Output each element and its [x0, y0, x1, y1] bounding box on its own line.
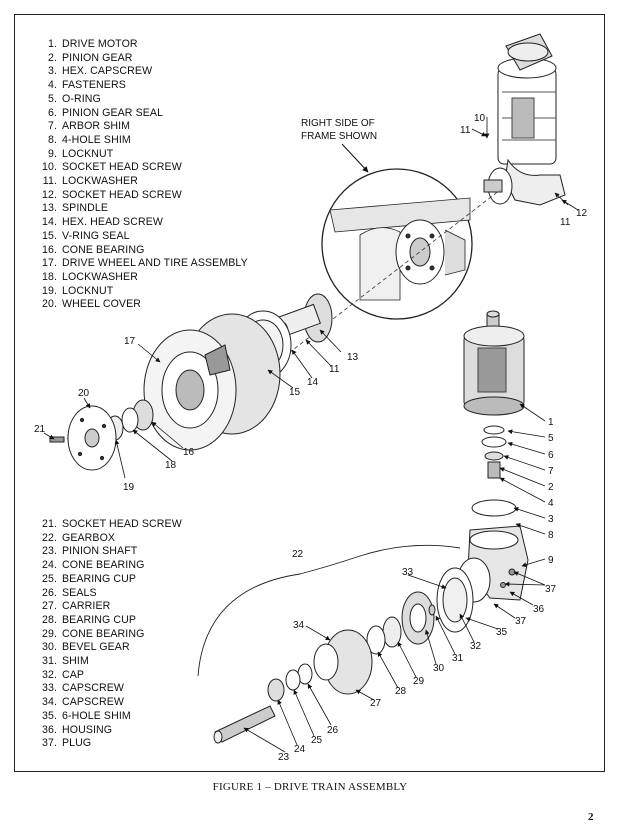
callout-20: 20	[78, 388, 90, 399]
parts-list-item: 22.GEARBOX	[41, 531, 116, 544]
callout-11: 11	[460, 125, 471, 136]
parts-list-item: 25.BEARING CUP	[41, 572, 137, 585]
parts-list-item: 3.HEX. CAPSCREW	[47, 65, 153, 78]
parts-list-item: 21.SOCKET HEAD SCREW	[41, 518, 182, 530]
callout-9: 9	[548, 555, 554, 566]
callout-34: 34	[293, 620, 305, 631]
page-number: 2	[588, 811, 594, 823]
top-drive-motor-illustration	[483, 33, 566, 206]
callout-37: 37	[515, 616, 527, 627]
spindle-illustration	[275, 293, 333, 343]
parts-list-item: 6.PINION GEAR SEAL	[47, 106, 164, 119]
callout-5: 5	[548, 433, 554, 444]
parts-list-item: 26.SEALS	[41, 586, 97, 599]
parts-list-item: 9.LOCKNUT	[47, 147, 114, 160]
callout-30: 30	[433, 663, 445, 674]
parts-list-item: 2.PINION GEAR	[47, 51, 133, 64]
parts-list-item: 31.SHIM	[41, 655, 89, 668]
parts-list-1-20: 1.DRIVE MOTOR 2.PINION GEAR 3.HEX. CAPSC…	[30, 38, 248, 312]
parts-list-item: 24.CONE BEARING	[41, 559, 145, 572]
callout-12: 12	[576, 208, 588, 219]
callout-29: 29	[413, 676, 425, 687]
parts-list-item: 14.HEX. HEAD SCREW	[41, 216, 163, 229]
callout-14: 14	[307, 377, 319, 388]
callout-21: 21	[34, 424, 46, 435]
parts-list-item: 32.CAP	[41, 668, 85, 681]
callout-7: 7	[548, 466, 554, 477]
callout-23: 23	[278, 752, 290, 763]
parts-list-item: 5.O-RING	[47, 92, 101, 105]
parts-list-item: 37.PLUG	[41, 737, 92, 750]
frame-note-line-2: FRAME SHOWN	[301, 131, 377, 142]
drive-wheel-illustration	[143, 313, 281, 451]
parts-list-item: 15.V-RING SEAL	[41, 229, 130, 242]
callout-numbers: 10 11 12 11 13 11 14 15 17 16 18 19 20 2…	[34, 113, 588, 763]
page-border	[14, 14, 605, 772]
parts-list-item: 1.DRIVE MOTOR	[47, 38, 138, 50]
callout-10: 10	[474, 113, 486, 124]
parts-list-item: 17.DRIVE WHEEL AND TIRE ASSEMBLY	[41, 257, 248, 270]
parts-list-21-37: 21.SOCKET HEAD SCREW 22.GEARBOX 23.PINIO…	[30, 518, 182, 751]
bearing-and-cover-illustration	[49, 399, 154, 471]
parts-list-item: 7.ARBOR SHIM	[47, 120, 131, 133]
callout-28: 28	[395, 686, 407, 697]
parts-list-item: 16.CONE BEARING	[41, 243, 145, 256]
parts-list-item: 27.CARRIER	[41, 600, 111, 613]
callout-17: 17	[124, 336, 136, 347]
callout-6: 6	[548, 450, 554, 461]
callout-26: 26	[327, 725, 339, 736]
frame-note-line-1: RIGHT SIDE OF	[301, 118, 375, 129]
parts-list-item: 11.LOCKWASHER	[42, 175, 138, 188]
parts-list-item: 29.CONE BEARING	[41, 627, 145, 640]
callout-19: 19	[123, 482, 135, 493]
parts-list-item: 35.6-HOLE SHIM	[41, 709, 131, 722]
callout-8: 8	[548, 530, 554, 541]
callout-11: 11	[329, 364, 340, 375]
parts-list-item: 13.SPINDLE	[41, 202, 109, 215]
callout-3: 3	[548, 514, 554, 525]
callout-32: 32	[470, 641, 482, 652]
callout-24: 24	[294, 744, 306, 755]
callout-37: 37	[545, 584, 557, 595]
gearbox-group-bracket	[197, 544, 461, 677]
callout-18: 18	[165, 460, 177, 471]
parts-list-item: 4.FASTENERS	[47, 79, 126, 92]
figure-caption: FIGURE 1 – DRIVE TRAIN ASSEMBLY	[212, 781, 408, 793]
parts-list-item: 19.LOCKNUT	[41, 284, 114, 297]
callout-22: 22	[292, 549, 304, 560]
parts-list-item: 34.CAPSCREW	[41, 696, 125, 709]
parts-list-item: 8.4-HOLE SHIM	[47, 133, 131, 146]
parts-list-item: 10.SOCKET HEAD SCREW	[41, 161, 182, 174]
parts-list-item: 33.CAPSCREW	[41, 682, 125, 695]
callout-11: 11	[560, 217, 571, 228]
callout-27: 27	[370, 698, 382, 709]
callout-4: 4	[548, 498, 554, 509]
gear-train-illustration	[213, 567, 474, 744]
parts-list-item: 20.WHEEL COVER	[41, 298, 141, 311]
callout-25: 25	[311, 735, 323, 746]
frame-detail-view	[321, 168, 473, 320]
callout-35: 35	[496, 627, 508, 638]
callout-15: 15	[289, 387, 301, 398]
callout-33: 33	[402, 567, 414, 578]
parts-list-item: 28.BEARING CUP	[41, 613, 137, 626]
leader-line	[341, 143, 369, 173]
callout-16: 16	[183, 447, 195, 458]
callout-1: 1	[548, 417, 554, 428]
callout-leaders	[43, 117, 579, 753]
callout-13: 13	[347, 352, 359, 363]
parts-list-item: 30.BEVEL GEAR	[41, 641, 130, 654]
parts-list-item: 18.LOCKWASHER	[41, 270, 138, 283]
callout-31: 31	[452, 653, 464, 664]
callout-2: 2	[548, 482, 554, 493]
drive-motor-illustration	[463, 310, 525, 517]
parts-list-item: 36.HOUSING	[41, 723, 113, 736]
parts-list-item: 23.PINION SHAFT	[41, 545, 138, 558]
callout-36: 36	[533, 604, 545, 615]
parts-list-item: 12.SOCKET HEAD SCREW	[41, 188, 182, 201]
